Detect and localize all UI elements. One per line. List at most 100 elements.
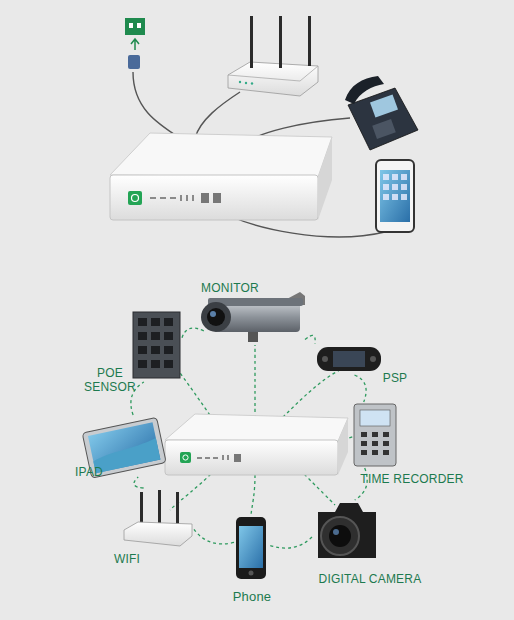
smartphone bbox=[401, 174, 407, 180]
smartphone bbox=[401, 194, 407, 200]
mini-ups bbox=[205, 457, 210, 459]
device-label: PSP bbox=[375, 371, 415, 385]
mini-ups bbox=[197, 455, 229, 460]
mini-ups bbox=[110, 133, 332, 220]
router bbox=[250, 16, 253, 68]
mini-ups bbox=[234, 454, 241, 462]
mini-ups bbox=[222, 455, 224, 460]
device-label: MONITOR bbox=[190, 281, 270, 295]
router bbox=[279, 16, 282, 68]
poe-switch bbox=[151, 318, 160, 326]
smartphone bbox=[380, 170, 410, 222]
device-node: POE SENSOR bbox=[130, 308, 182, 382]
device-node: DIGITAL CAMERA bbox=[312, 500, 378, 562]
smartphone bbox=[392, 174, 398, 180]
power-plug bbox=[128, 55, 140, 69]
mini-ups bbox=[213, 457, 218, 459]
poe-switch bbox=[151, 360, 160, 368]
smartphone bbox=[383, 174, 407, 200]
mini-ups bbox=[165, 414, 348, 441]
smartphone bbox=[239, 526, 263, 568]
time-recorder bbox=[361, 450, 367, 455]
router bbox=[228, 62, 318, 96]
mini-ups bbox=[110, 133, 332, 177]
power-plug bbox=[129, 23, 133, 28]
wifi-router bbox=[124, 490, 192, 546]
mini-ups bbox=[150, 195, 194, 201]
mini-ups bbox=[213, 193, 221, 203]
time-recorder bbox=[383, 441, 389, 446]
smartphone bbox=[249, 571, 254, 576]
mini-ups bbox=[201, 193, 209, 203]
poe-switch bbox=[138, 360, 147, 368]
mini-ups bbox=[165, 414, 348, 475]
mini-ups bbox=[186, 195, 188, 201]
router bbox=[245, 82, 247, 84]
cctv-camera bbox=[248, 332, 258, 342]
dslr-camera bbox=[318, 503, 376, 558]
time-recorder bbox=[361, 441, 367, 446]
mini-ups bbox=[150, 197, 156, 199]
mini-ups bbox=[128, 191, 142, 205]
time-recorder bbox=[361, 432, 367, 437]
poe-switch bbox=[133, 312, 180, 378]
device-node: WIFI bbox=[122, 488, 194, 547]
device-label: WIFI bbox=[102, 552, 152, 566]
smartphone bbox=[236, 517, 266, 579]
device-node: PSP bbox=[315, 343, 383, 375]
smartphone bbox=[376, 160, 414, 232]
mini-ups bbox=[197, 457, 202, 459]
poe-switch bbox=[138, 318, 173, 368]
desk-phone bbox=[345, 76, 418, 150]
dslr-camera bbox=[318, 503, 376, 558]
mini-ups bbox=[165, 440, 338, 475]
router bbox=[228, 66, 318, 81]
time-recorder bbox=[372, 441, 378, 446]
time-recorder bbox=[372, 432, 378, 437]
poe-switch bbox=[164, 332, 173, 340]
poe-switch bbox=[151, 332, 160, 340]
device-label: Phone bbox=[222, 589, 282, 604]
spoke bbox=[251, 475, 255, 515]
time-recorder bbox=[383, 450, 389, 455]
device-node: IPAD bbox=[82, 415, 164, 477]
mini-ups bbox=[180, 452, 191, 463]
device-label: TIME RECORDER bbox=[352, 472, 472, 486]
poe-switch bbox=[138, 346, 147, 354]
mini-ups bbox=[132, 195, 139, 202]
wire bbox=[133, 72, 183, 140]
time-recorder bbox=[354, 404, 396, 466]
psp bbox=[333, 351, 365, 367]
wire bbox=[195, 92, 240, 138]
device-label: IPAD bbox=[64, 465, 114, 479]
smartphone bbox=[383, 194, 389, 200]
mini-ups bbox=[183, 455, 188, 460]
device-label: DIGITAL CAMERA bbox=[305, 572, 435, 586]
device-node: MONITOR bbox=[205, 290, 305, 345]
cctv-camera bbox=[207, 308, 225, 326]
device-label: POE SENSOR bbox=[79, 366, 141, 394]
psp bbox=[317, 347, 381, 371]
desk-phone bbox=[370, 94, 398, 117]
desk-phone bbox=[372, 119, 396, 139]
time-recorder bbox=[354, 404, 396, 466]
mini-ups bbox=[170, 197, 176, 199]
power-plug bbox=[125, 18, 145, 69]
psp bbox=[317, 347, 381, 371]
router bbox=[228, 16, 318, 96]
dashed-link bbox=[182, 328, 205, 338]
dashed-link bbox=[268, 537, 312, 548]
smartphone bbox=[236, 517, 266, 579]
poe-switch bbox=[138, 332, 147, 340]
mini-ups bbox=[192, 195, 194, 201]
poe-switch bbox=[164, 346, 173, 354]
wifi-router bbox=[176, 492, 179, 528]
cctv-camera bbox=[201, 302, 231, 332]
device-node: TIME RECORDER bbox=[352, 402, 398, 468]
mini-ups bbox=[160, 197, 166, 199]
power-plug bbox=[131, 39, 139, 50]
